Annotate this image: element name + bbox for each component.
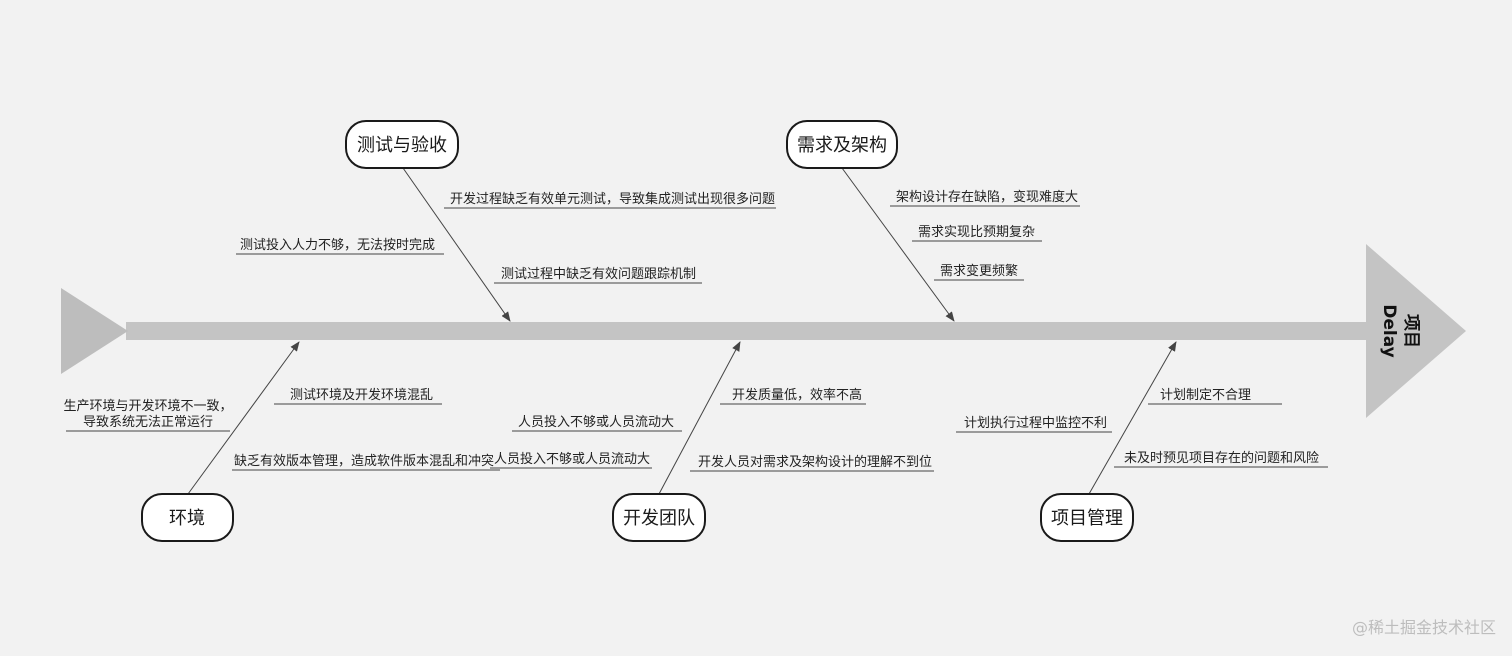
- fish-tail: [61, 288, 128, 374]
- category-label-pm: 项目管理: [1051, 508, 1123, 529]
- cause-test-3: 测试过程中缺乏有效问题跟踪机制: [501, 267, 696, 282]
- watermark-text: @稀土掘金技术社区: [1351, 618, 1496, 637]
- cause-team-2: 人员投入不够或人员流动大: [518, 414, 674, 430]
- cause-req-3: 需求变更频繁: [940, 263, 1018, 279]
- category-box-test[interactable]: [345, 120, 459, 169]
- cause-test-1: 开发过程缺乏有效单元测试，导致集成测试出现很多问题: [450, 191, 775, 207]
- category-label-env: 环境: [169, 508, 205, 529]
- cause-req-2: 需求实现比预期复杂: [918, 225, 1035, 240]
- cause-pm-1: 计划制定不合理: [1160, 388, 1251, 403]
- category-box-env[interactable]: [141, 493, 234, 542]
- cause-pm-2: 计划执行过程中监控不利: [964, 416, 1107, 431]
- cause-env-1: 测试环境及开发环境混乱: [290, 387, 433, 403]
- cause-team-1: 开发质量低，效率不高: [732, 387, 862, 403]
- category-box-team[interactable]: [612, 493, 706, 542]
- cause-req-1: 架构设计存在缺陷，变现难度大: [896, 189, 1078, 205]
- category-box-req[interactable]: [786, 120, 898, 169]
- cause-pm-3: 未及时预见项目存在的问题和风险: [1124, 450, 1319, 466]
- category-box-pm[interactable]: [1040, 493, 1134, 542]
- category-label-test: 测试与验收: [357, 135, 447, 156]
- cause-test-2: 测试投入人力不够，无法按时完成: [240, 237, 435, 253]
- category-label-team: 开发团队: [623, 508, 695, 529]
- cause-env-3: 缺乏有效版本管理，造成软件版本混乱和冲突: [234, 453, 494, 469]
- head-label-line1: 项目: [1401, 314, 1421, 348]
- category-label-req: 需求及架构: [797, 135, 887, 156]
- bone-env: [187, 341, 300, 495]
- bone-req: [841, 167, 955, 322]
- head-label-line2: Delay: [1379, 304, 1399, 358]
- bone-pm: [1088, 341, 1177, 495]
- bone-team: [658, 341, 741, 495]
- spine: [126, 322, 1371, 340]
- cause-env-2b: 导致系统无法正常运行: [83, 415, 213, 430]
- cause-env-2a: 生产环境与开发环境不一致，: [63, 398, 232, 414]
- cause-team-4: 开发人员对需求及架构设计的理解不到位: [698, 454, 932, 470]
- cause-team-3: 人员投入不够或人员流动大: [494, 451, 650, 467]
- fish-head: [1366, 244, 1466, 418]
- bone-test: [402, 167, 511, 322]
